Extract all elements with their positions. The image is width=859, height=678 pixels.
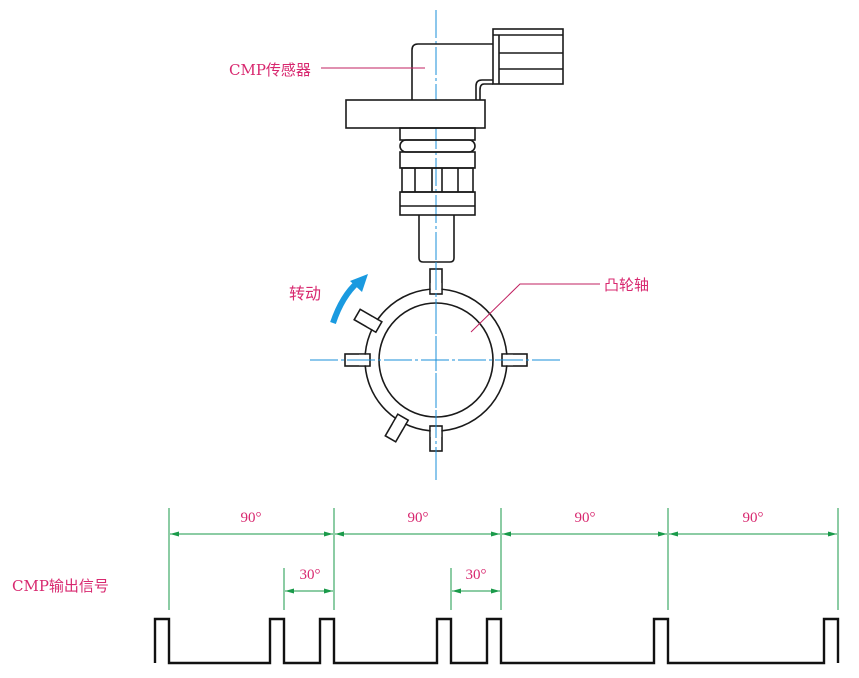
cam-tooth-base [366, 316, 381, 332]
rotation-arrow-icon [330, 279, 361, 324]
camshaft-label: 凸轮轴 [604, 276, 650, 294]
arrowhead-icon [285, 588, 294, 594]
arrowhead-icon [491, 588, 500, 594]
sensor [345, 28, 564, 263]
arrowhead-icon [452, 588, 461, 594]
segment-dimension: 90° [407, 510, 429, 526]
arrowhead-icon [324, 531, 333, 537]
rotation-label: 转动 [289, 284, 322, 303]
camshaft-wheel [310, 262, 562, 480]
nut [399, 191, 476, 216]
pulse-gap-dimension: 30° [299, 567, 321, 583]
sensor-body [411, 43, 493, 100]
pulse-gap-dimension: 30° [465, 567, 487, 583]
arrowhead-icon [658, 531, 667, 537]
o-ring [399, 139, 476, 153]
dimension-lines [168, 508, 839, 610]
arrowhead-icon [828, 531, 837, 537]
connector [492, 28, 564, 85]
cam-tooth-base [392, 415, 408, 430]
output-signal-label: CMP输出信号 [12, 577, 109, 595]
flange [345, 99, 486, 129]
output-waveform [153, 617, 840, 665]
segment-dimension: 90° [240, 510, 262, 526]
arrowhead-icon [669, 531, 678, 537]
segment-dimension: 90° [574, 510, 596, 526]
sensor-label: CMP传感器 [229, 61, 311, 79]
cable [475, 79, 493, 100]
arrowhead-icon [491, 531, 500, 537]
arrowhead-icon [335, 531, 344, 537]
camshaft-leader-line [470, 283, 600, 333]
arrowhead-icon [502, 531, 511, 537]
arrowhead-icon [170, 531, 179, 537]
arrowhead-icon [324, 588, 333, 594]
rotation-arrowhead-icon [350, 274, 368, 292]
segment-dimension: 90° [742, 510, 764, 526]
